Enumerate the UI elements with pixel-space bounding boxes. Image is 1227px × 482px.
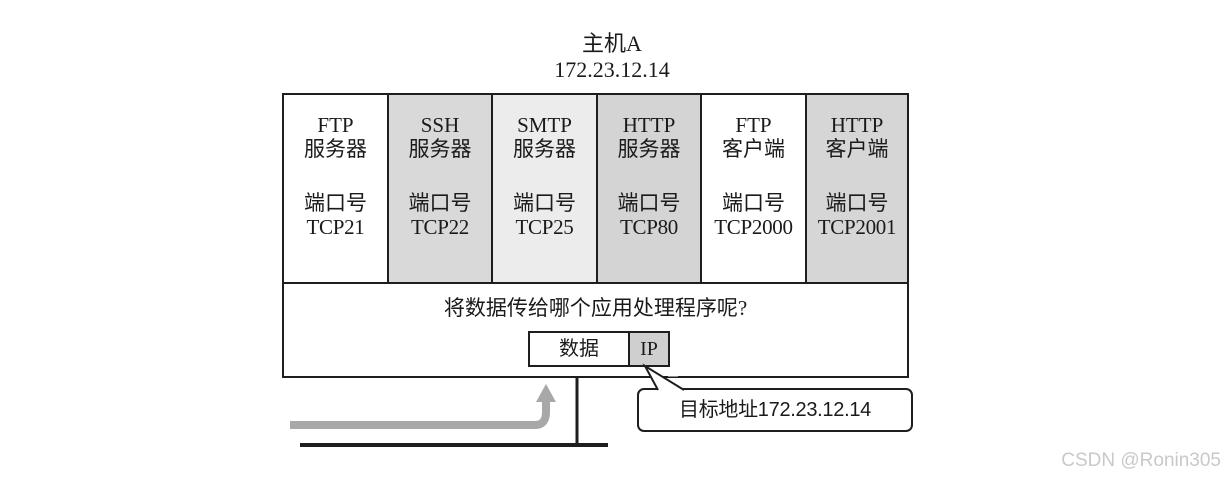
packet-data: 数据 <box>530 333 630 365</box>
app-cell-http-client: HTTP 客户端 端口号 TCP2001 <box>807 95 907 282</box>
port-label: 端口号 <box>617 191 681 215</box>
app-name: SMTP <box>517 113 572 137</box>
port-value: TCP2000 <box>714 215 793 239</box>
app-name: FTP <box>735 113 772 137</box>
host-box: FTP 服务器 端口号 TCP21 SSH 服务器 端口号 TCP22 SMTP… <box>282 93 909 378</box>
host-ip-address: 172.23.12.14 <box>554 57 670 82</box>
app-role: 服务器 <box>617 137 681 161</box>
app-name: SSH <box>420 113 460 137</box>
port-label: 端口号 <box>513 191 576 215</box>
destination-address-callout: 目标地址172.23.12.14 <box>637 388 913 432</box>
app-role: 服务器 <box>513 137 576 161</box>
app-cell-ftp-client: FTP 客户端 端口号 TCP2000 <box>702 95 807 282</box>
port-label: 端口号 <box>722 191 785 215</box>
app-role: 客户端 <box>825 137 889 161</box>
watermark: CSDN @Ronin305 <box>1061 450 1221 471</box>
port-label: 端口号 <box>304 191 367 215</box>
app-role: 服务器 <box>304 137 367 161</box>
application-row: FTP 服务器 端口号 TCP21 SSH 服务器 端口号 TCP22 SMTP… <box>284 95 907 284</box>
app-cell-ssh-server: SSH 服务器 端口号 TCP22 <box>389 95 493 282</box>
app-cell-smtp-server: SMTP 服务器 端口号 TCP25 <box>493 95 598 282</box>
app-name: HTTP <box>830 113 884 137</box>
port-value: TCP80 <box>619 215 678 239</box>
ip-packet: 数据 IP <box>528 331 670 367</box>
app-role: 服务器 <box>408 137 472 161</box>
app-name: FTP <box>317 113 354 137</box>
port-value: TCP21 <box>306 215 365 239</box>
host-name: 主机A <box>582 31 642 56</box>
packet-ip-header: IP <box>630 333 668 365</box>
app-cell-ftp-server: FTP 服务器 端口号 TCP21 <box>284 95 389 282</box>
port-label: 端口号 <box>825 191 889 215</box>
dispatch-question: 将数据传给哪个应用处理程序呢? <box>443 296 748 320</box>
app-role: 客户端 <box>722 137 785 161</box>
callout-text: 目标地址172.23.12.14 <box>679 399 871 421</box>
incoming-arrow-icon <box>290 400 550 429</box>
port-value: TCP2001 <box>817 215 897 239</box>
app-cell-http-server: HTTP 服务器 端口号 TCP80 <box>598 95 702 282</box>
arrow-head-icon <box>536 384 556 402</box>
port-value: TCP22 <box>410 215 469 239</box>
port-label: 端口号 <box>408 191 472 215</box>
app-name: HTTP <box>622 113 676 137</box>
port-value: TCP25 <box>515 215 574 239</box>
